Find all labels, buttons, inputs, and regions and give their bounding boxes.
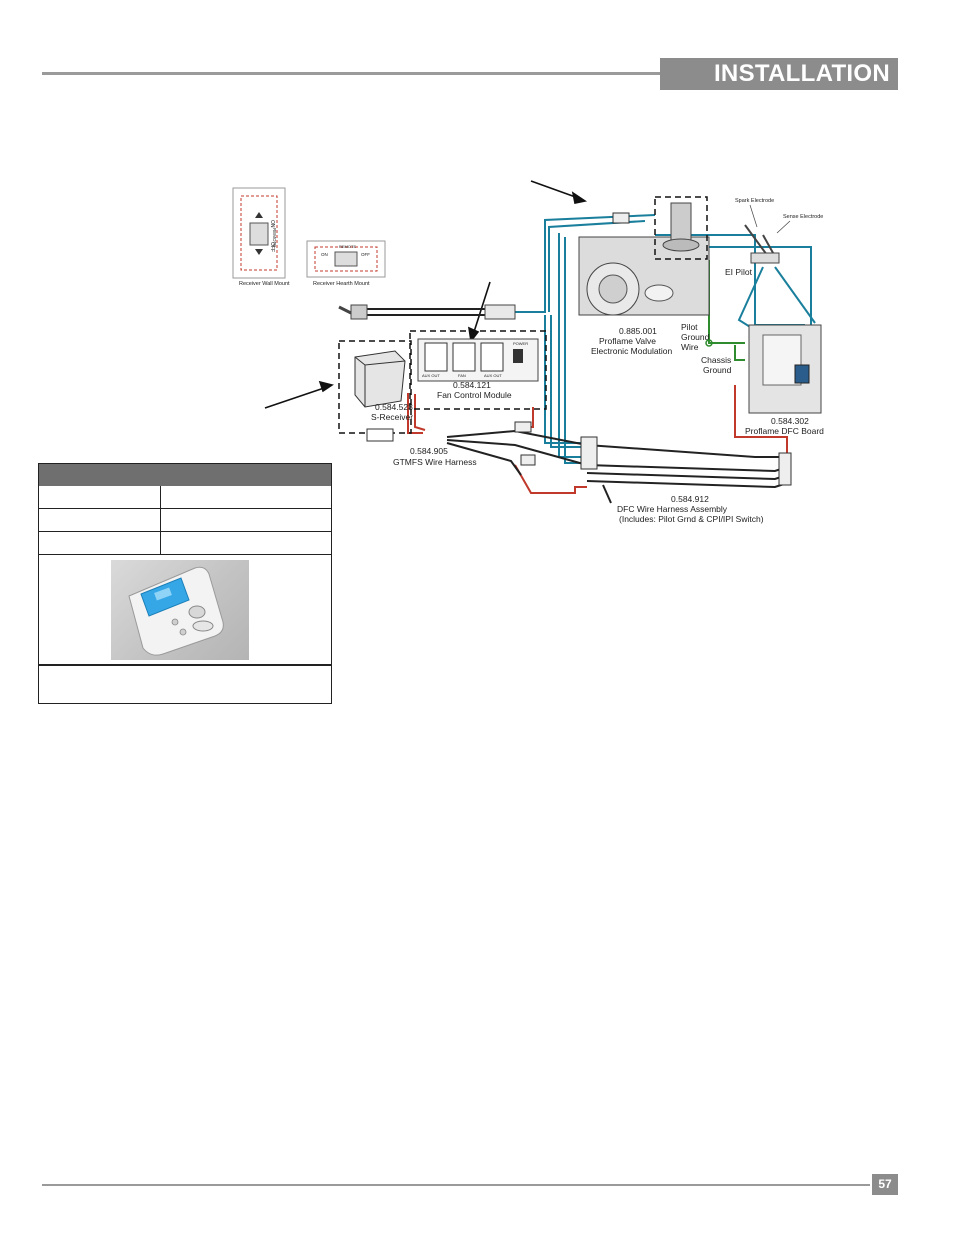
dfc-board-part-number: 0.584.302 bbox=[771, 416, 809, 426]
receiver-hearth-mount-label: Receiver Hearth Mount bbox=[313, 281, 370, 287]
spec-row-label bbox=[39, 509, 161, 531]
ei-pilot-assembly: EI Pilot Spark Electrode Sense Electrode bbox=[612, 196, 823, 277]
receiver-wall-mount-drawing: ON REMOTE OFF Receiver Wall Mount bbox=[232, 187, 290, 287]
gtmfs-name: GTMFS Wire Harness bbox=[393, 457, 477, 467]
spec-row bbox=[39, 509, 331, 532]
wiring-diagram: ON REMOTE OFF Receiver Wall Mount ON REM… bbox=[232, 180, 824, 524]
remote-spec-table bbox=[38, 463, 332, 704]
dfc-board-name: Proflame DFC Board bbox=[745, 426, 824, 436]
hearth-remote-label: REMOTE bbox=[339, 244, 356, 249]
pilot-ground-label-1: Pilot bbox=[681, 322, 698, 332]
pilot-ground-label-2: Ground bbox=[681, 332, 710, 342]
fan-power-label: POWER bbox=[513, 341, 528, 346]
ei-pilot-label: EI Pilot bbox=[725, 267, 753, 277]
cpi-ipi-toggle-switch bbox=[338, 304, 516, 320]
dfc-harness: 0.584.912 DFC Wire Harness Assembly (Inc… bbox=[580, 436, 792, 524]
wires bbox=[363, 214, 816, 504]
dfc-harness-note: (Includes: Pilot Grnd & CPI/IPI Switch) bbox=[619, 514, 764, 524]
gtmfs-harness: 0.584.905 GTMFS Wire Harness bbox=[393, 421, 536, 467]
s-receiver-part-number: 0.584.523 bbox=[375, 402, 413, 412]
switch-on-label: ON bbox=[269, 220, 275, 228]
sense-electrode-label: Sense Electrode bbox=[783, 214, 823, 220]
ground-labels: Pilot Ground Wire Chassis Ground bbox=[681, 322, 732, 375]
receiver-wall-mount-label: Receiver Wall Mount bbox=[239, 281, 290, 287]
fan-outlet-3-label: AUX OUT bbox=[484, 373, 502, 378]
gtmfs-part-number: 0.584.905 bbox=[410, 446, 448, 456]
spec-row bbox=[39, 532, 331, 555]
fan-outlet-1-label: AUX OUT bbox=[422, 373, 440, 378]
valve-part-number: 0.885.001 bbox=[619, 326, 657, 336]
dfc-harness-part-number: 0.584.912 bbox=[671, 494, 709, 504]
s-receiver: 0.584.523 S-Receiver bbox=[338, 340, 413, 442]
chassis-ground-label-2: Ground bbox=[703, 365, 732, 375]
switch-remote-label: REMOTE bbox=[272, 228, 277, 247]
footer-rule bbox=[42, 1184, 870, 1186]
switch-off-label: OFF bbox=[269, 242, 275, 252]
chassis-ground-label-1: Chassis bbox=[701, 355, 731, 365]
section-title: INSTALLATION bbox=[660, 58, 898, 90]
fan-control-module: AUX OUT FAN AUX OUT POWER 0.584.121 Fan … bbox=[409, 330, 547, 410]
fan-module-part-number: 0.584.121 bbox=[453, 380, 491, 390]
remote-control-icon bbox=[128, 566, 224, 656]
spec-caption bbox=[39, 669, 331, 703]
proflame-dfc-board: 0.584.302 Proflame DFC Board bbox=[745, 324, 824, 436]
remote-photo-cell bbox=[39, 546, 331, 666]
s-receiver-name: S-Receiver bbox=[371, 412, 413, 422]
remote-photo bbox=[111, 560, 249, 660]
dfc-harness-name: DFC Wire Harness Assembly bbox=[617, 504, 728, 514]
spec-table-header bbox=[39, 464, 331, 486]
header-rule bbox=[42, 72, 660, 75]
spec-row bbox=[39, 486, 331, 509]
receiver-hearth-mount-drawing: ON REMOTE OFF Receiver Hearth Mount bbox=[306, 240, 386, 287]
proflame-valve: 0.885.001 Proflame Valve Electronic Modu… bbox=[578, 236, 710, 356]
pointer-arrows bbox=[264, 180, 588, 409]
spec-row-label bbox=[39, 486, 161, 508]
hearth-off-label: OFF bbox=[361, 252, 370, 257]
fan-outlet-2-label: FAN bbox=[458, 373, 466, 378]
hearth-on-label: ON bbox=[321, 252, 328, 257]
spark-electrode-label: Spark Electrode bbox=[735, 198, 774, 204]
fan-module-name: Fan Control Module bbox=[437, 390, 512, 400]
pilot-ground-label-3: Wire bbox=[681, 342, 699, 352]
valve-name: Proflame Valve bbox=[599, 336, 656, 346]
spec-row-label bbox=[39, 532, 161, 554]
valve-description: Electronic Modulation bbox=[591, 346, 673, 356]
page-number: 57 bbox=[872, 1174, 898, 1195]
